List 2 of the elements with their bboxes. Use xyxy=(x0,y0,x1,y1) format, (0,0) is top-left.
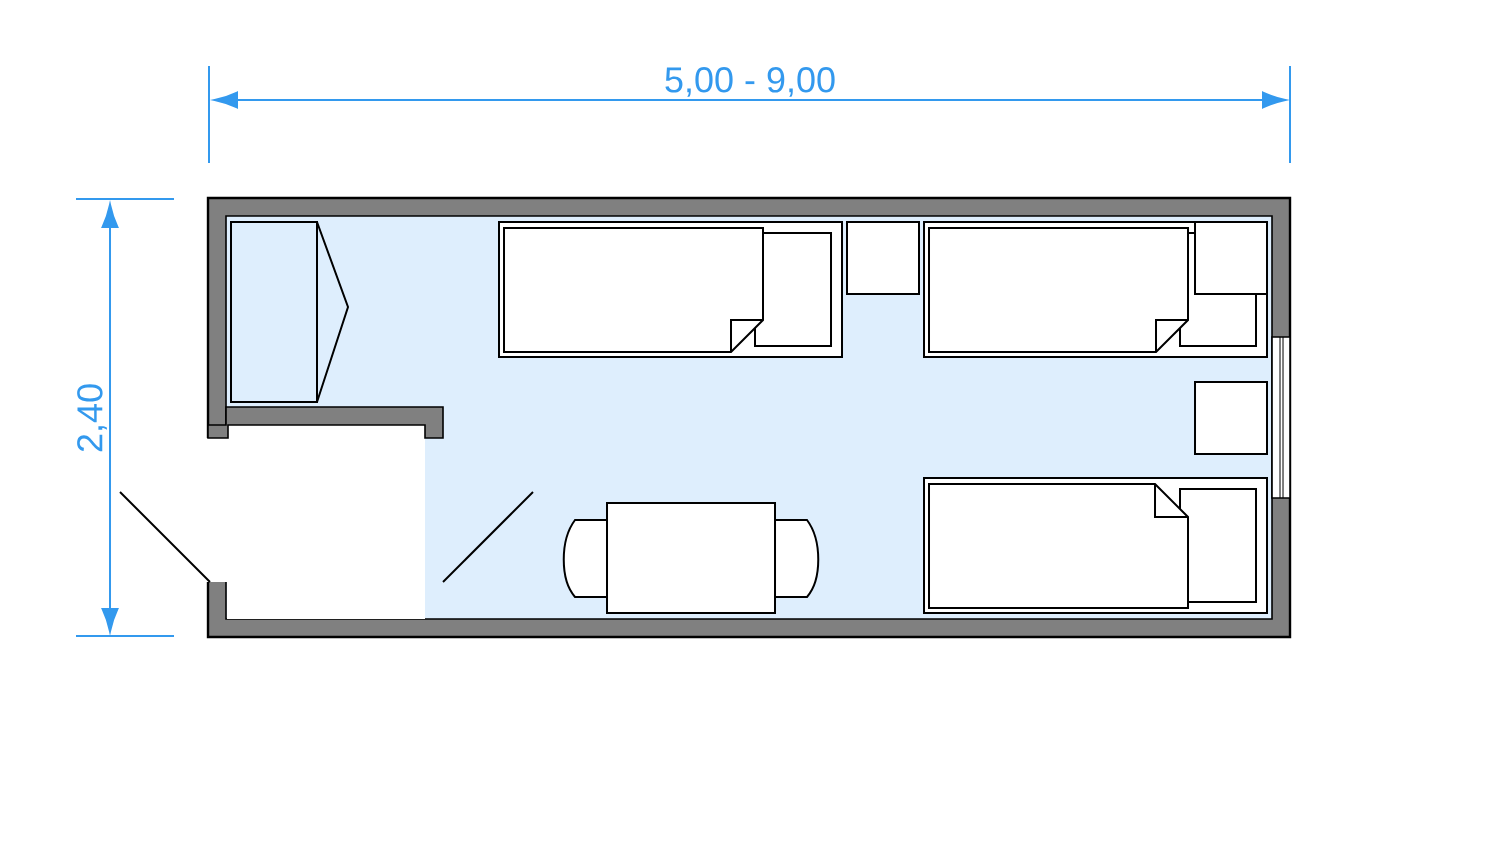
dimension-label: 2,40 xyxy=(75,380,109,456)
dimension-label: 5,00 - 9,00 xyxy=(661,65,839,99)
